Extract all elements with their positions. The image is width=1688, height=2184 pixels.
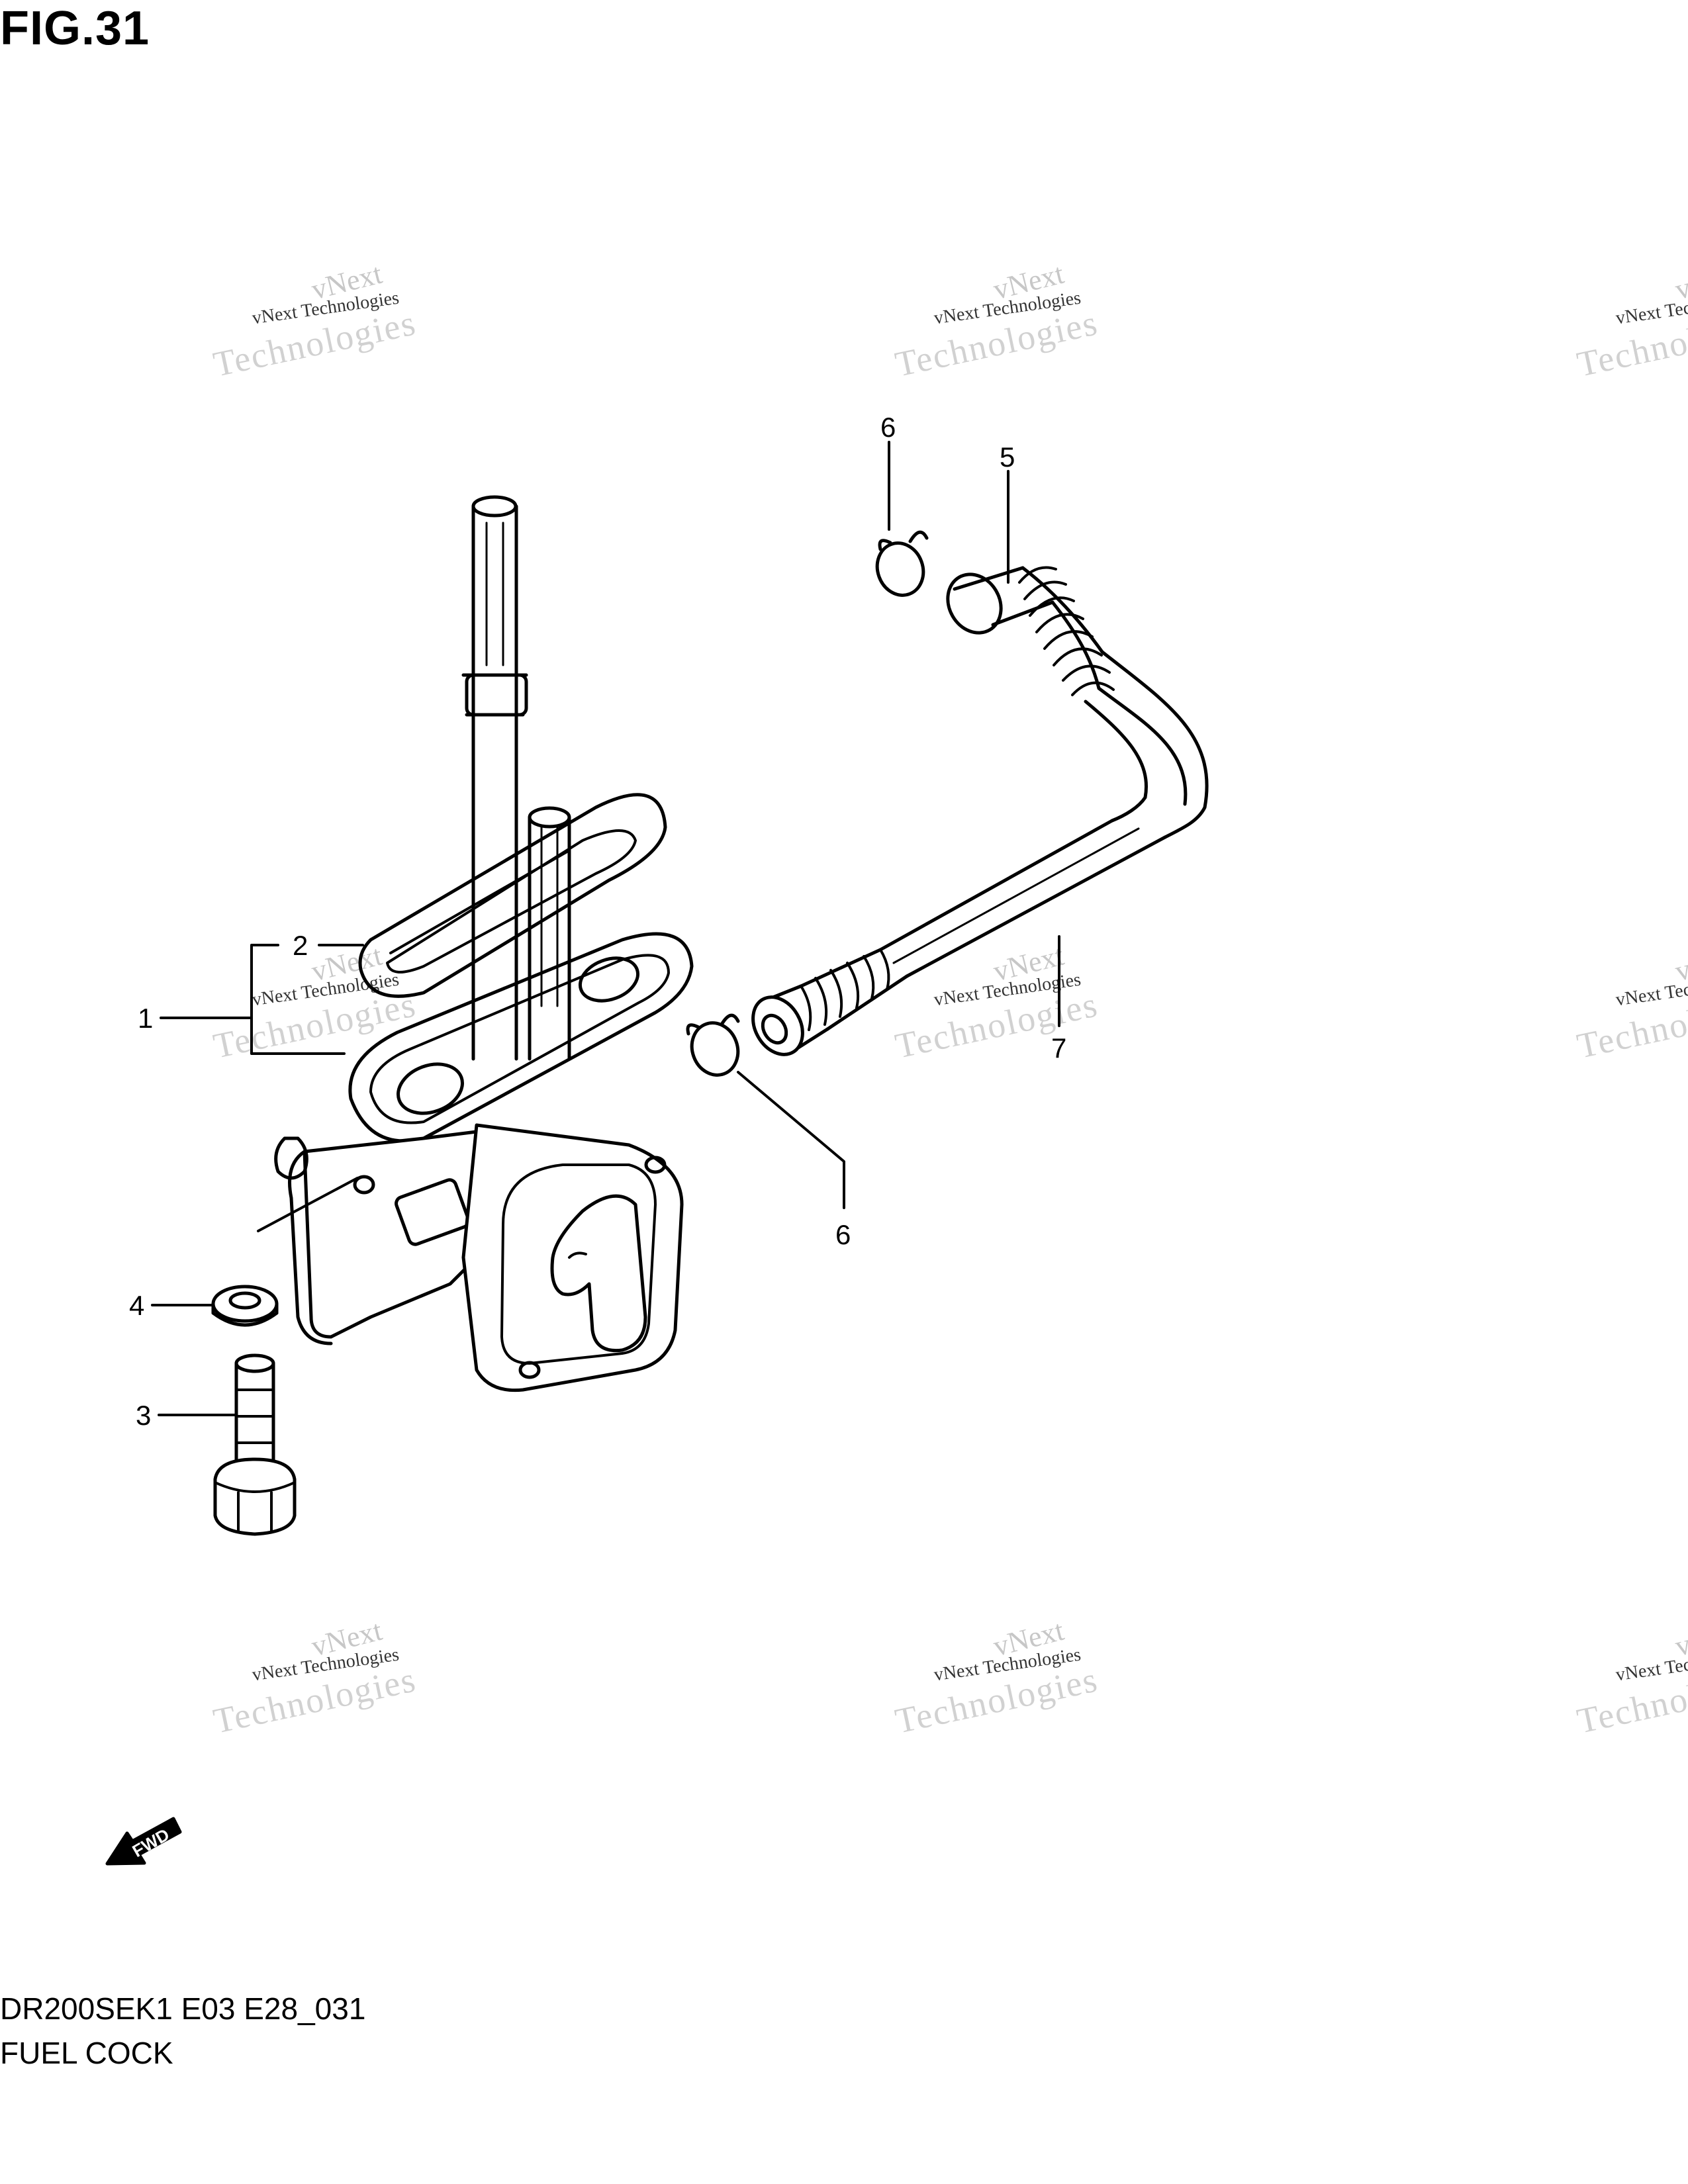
hose-clamp-upper bbox=[875, 530, 929, 597]
figure-code: DR200SEK1 E03 E28_031 bbox=[0, 1991, 366, 2026]
callout-label: 6 bbox=[835, 1219, 851, 1250]
filter-gasket bbox=[358, 793, 667, 998]
callout-label: 5 bbox=[1000, 441, 1015, 473]
callout-label: 1 bbox=[138, 1003, 153, 1034]
fwd-arrow-icon: FWD bbox=[105, 1817, 182, 1866]
callout-label: 2 bbox=[293, 930, 308, 961]
bolt bbox=[213, 1353, 297, 1536]
callout-label: 6 bbox=[880, 412, 896, 443]
hose-clamp-lower bbox=[686, 1013, 740, 1077]
leader-lines bbox=[151, 441, 1060, 1416]
figure-title: FIG.31 bbox=[0, 2, 150, 55]
callouts: 1 2 3 4 5 6 6 7 bbox=[129, 412, 1066, 1431]
callout-label: 7 bbox=[1051, 1032, 1066, 1064]
fuel-hose bbox=[751, 566, 1209, 1056]
figure-name: FUEL COCK bbox=[0, 2036, 173, 2070]
washer bbox=[211, 1285, 279, 1327]
callout-label: 4 bbox=[129, 1290, 144, 1321]
callout-label: 3 bbox=[136, 1400, 151, 1431]
fuel-cock-assembly bbox=[257, 495, 694, 1392]
